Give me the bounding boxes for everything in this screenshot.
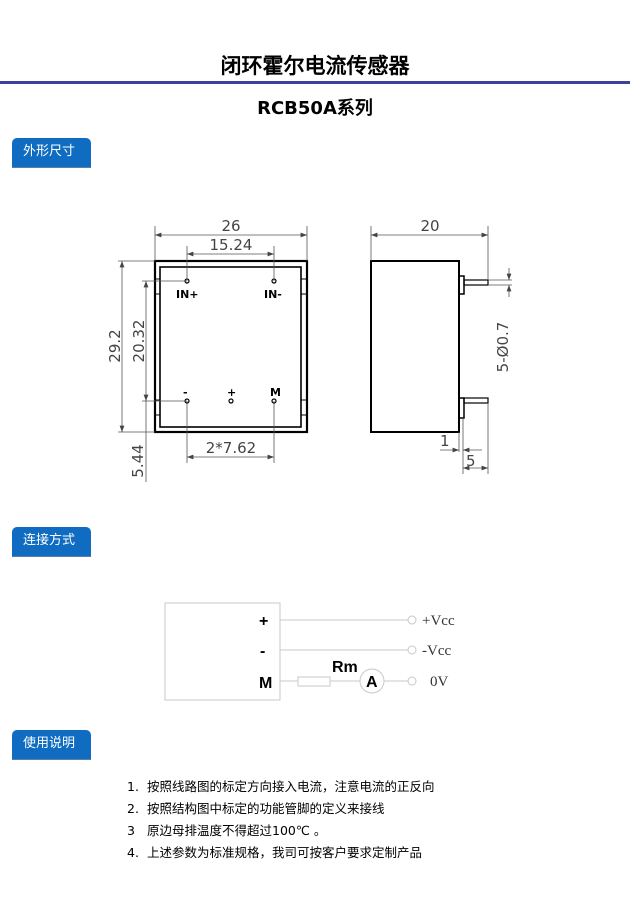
series-title: RCB50A系列 xyxy=(257,98,373,119)
front-dimension-lines xyxy=(118,226,308,482)
conn-label-m: M xyxy=(259,675,272,692)
side-view xyxy=(370,260,489,433)
list-item: 4. 上述参数为标准规格，我司可按客户要求定制产品 xyxy=(127,842,435,864)
item-text: 原边母排温度不得超过100℃ 。 xyxy=(147,823,327,838)
list-item: 3 原边母排温度不得超过100℃ 。 xyxy=(127,820,435,842)
dim-height: 29.2 xyxy=(106,329,124,362)
item-number: 3 xyxy=(127,823,135,838)
item-number: 4. xyxy=(127,845,139,860)
conn-label-ammeter: A xyxy=(366,674,378,691)
pin-label-m: M xyxy=(270,386,281,399)
conn-label-minus: - xyxy=(260,643,265,660)
list-item: 2. 按照结构图中标定的功能管脚的定义来接线 xyxy=(127,798,435,820)
dim-pin-offset: 1 xyxy=(440,432,450,450)
dim-pin-span-vertical: 20.32 xyxy=(130,320,148,363)
supply-label-vcc-minus: -Vcc xyxy=(422,643,451,659)
item-text: 按照线路图的标定方向接入电流，注意电流的正反向 xyxy=(147,779,435,794)
list-item: 1. 按照线路图的标定方向接入电流，注意电流的正反向 xyxy=(127,776,435,798)
title-divider xyxy=(0,81,630,84)
dim-pin-length: 5 xyxy=(466,452,476,470)
page-title: 闭环霍尔电流传感器 xyxy=(220,54,410,78)
dim-pin-spec: 5-Ø0.7 xyxy=(494,322,512,373)
dim-side-depth: 20 xyxy=(420,217,439,235)
supply-label-0v: 0V xyxy=(430,674,449,690)
section-tab-connection: 连接方式 xyxy=(12,527,91,557)
section-tab-instructions: 使用说明 xyxy=(12,730,91,760)
side-dimension-lines xyxy=(370,226,512,474)
conn-label-rm: Rm xyxy=(332,659,358,676)
item-number: 1. xyxy=(127,779,139,794)
dim-bottom-offset: 5.44 xyxy=(129,444,147,477)
instructions-list: 1. 按照线路图的标定方向接入电流，注意电流的正反向 2. 按照结构图中标定的功能管… xyxy=(127,776,435,864)
item-text: 按照结构图中标定的功能管脚的定义来接线 xyxy=(147,801,385,816)
pin-label-plus: + xyxy=(227,386,236,399)
pin-label-in-minus: IN- xyxy=(264,288,282,301)
resistor-rm xyxy=(297,676,331,687)
dim-pin-pitch: 2*7.62 xyxy=(206,439,256,457)
item-number: 2. xyxy=(127,801,139,816)
item-text: 上述参数为标准规格，我司可按客户要求定制产品 xyxy=(147,845,423,860)
dim-pin-span-top: 15.24 xyxy=(210,236,253,254)
section-tab-dimensions: 外形尺寸 xyxy=(12,138,91,168)
front-view xyxy=(153,259,309,434)
connection-diagram xyxy=(164,602,417,701)
pin-label-minus: - xyxy=(183,386,188,399)
supply-label-vcc-plus: +Vcc xyxy=(422,613,455,629)
dim-front-width: 26 xyxy=(221,217,240,235)
conn-label-plus: + xyxy=(259,613,268,630)
pin-label-in-plus: IN+ xyxy=(176,288,199,301)
